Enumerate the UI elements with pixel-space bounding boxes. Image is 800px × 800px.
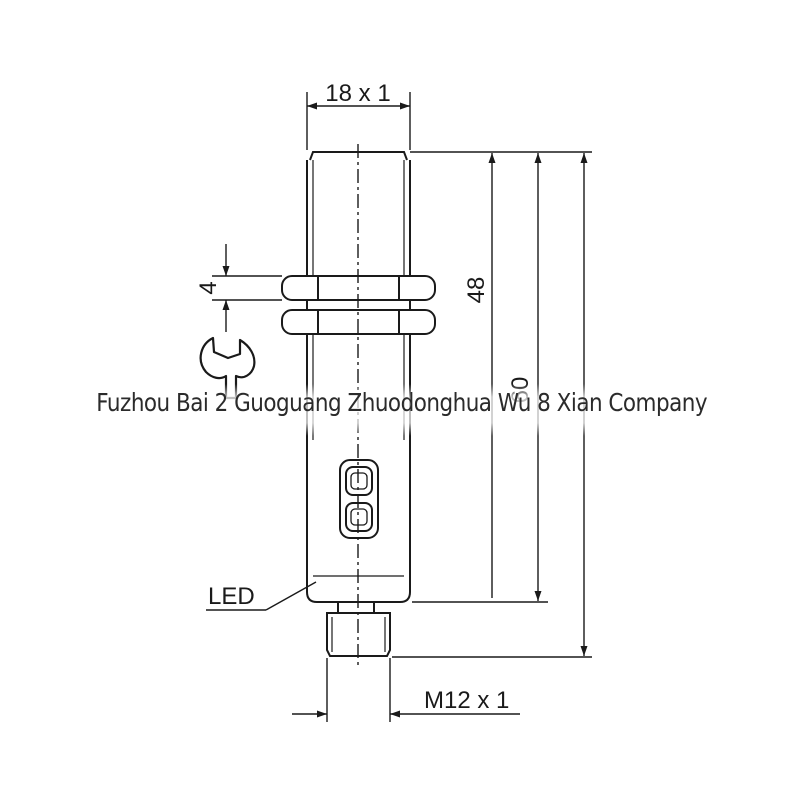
dimension-thread-top [306, 92, 411, 150]
label-led: LED [208, 583, 255, 610]
watermark-text: Fuzhou Bai 2 Guoguang Zhuodonghua Wu 8 X… [96, 388, 708, 417]
label-thread-top: 18 x 1 [325, 80, 390, 107]
led-window-icon [339, 459, 379, 539]
connector-m12 [326, 601, 391, 657]
label-connector-thread: M12 x 1 [424, 687, 509, 714]
watermark-band [0, 384, 800, 436]
wrench-icon [199, 336, 256, 400]
label-nut-thickness: 4 [195, 281, 222, 294]
dimension-connector-thread [292, 658, 520, 722]
label-length-48: 48 [463, 277, 490, 304]
dimension-nut-thickness [212, 244, 282, 332]
led-leader [206, 581, 317, 611]
